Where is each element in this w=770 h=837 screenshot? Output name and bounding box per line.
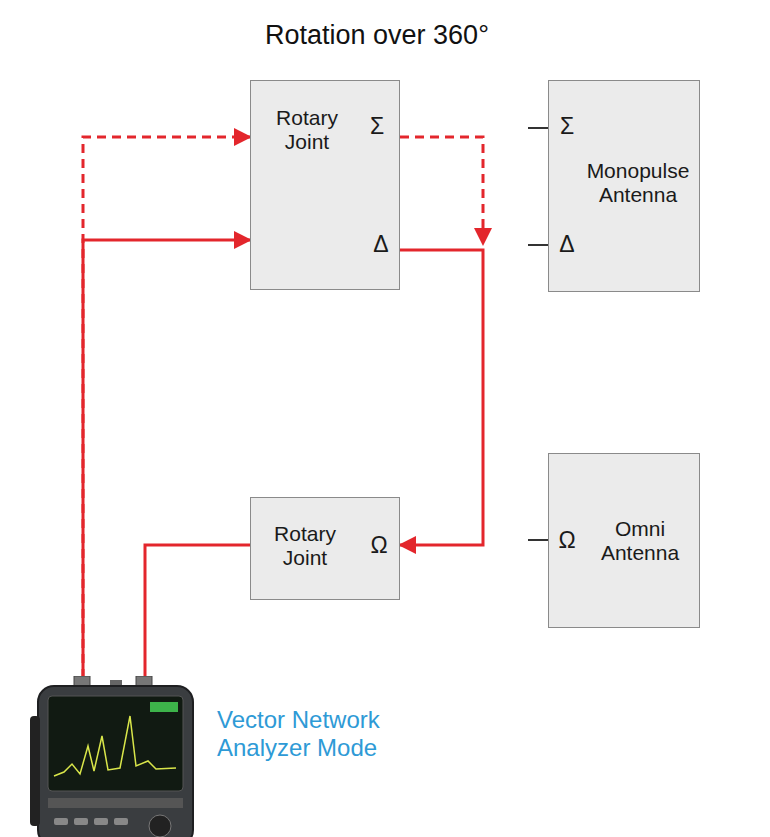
omni-antenna: ΩOmni Antenna bbox=[548, 453, 700, 628]
port-label: Ω bbox=[361, 532, 397, 558]
diagram-title: Rotation over 360° bbox=[265, 20, 489, 51]
signal-connector bbox=[400, 250, 483, 545]
rotary-joint: Rotary Joint Ω bbox=[250, 497, 400, 600]
port-label: Σ bbox=[553, 113, 581, 139]
port-stub bbox=[528, 127, 548, 129]
dashed-path bbox=[400, 137, 483, 238]
port-label: Δ bbox=[553, 231, 581, 257]
signal-connector bbox=[83, 240, 250, 678]
box-label: Rotary Joint bbox=[259, 106, 355, 154]
network-analyzer: Vector Network Analyzer Mode bbox=[30, 676, 450, 837]
port-label: Ω bbox=[553, 527, 581, 553]
box-label: Omni Antenna bbox=[585, 517, 695, 565]
monopulse-antenna: Σ Monopulse AntennaΔ bbox=[548, 80, 700, 292]
signal-connector bbox=[83, 137, 250, 678]
rotary-joint: ΣRotary JointΔ bbox=[250, 80, 400, 290]
port-stub bbox=[528, 539, 548, 541]
signal-connector bbox=[145, 545, 250, 678]
arrow-head bbox=[474, 228, 492, 246]
analyzer-illustration bbox=[30, 676, 200, 837]
port-label: Σ bbox=[359, 113, 395, 139]
port-stub bbox=[528, 244, 548, 246]
box-label: Rotary Joint bbox=[257, 522, 353, 570]
port-label: Δ bbox=[363, 231, 399, 257]
box-label: Monopulse Antenna bbox=[579, 159, 697, 207]
device-label: Vector Network Analyzer Mode bbox=[217, 706, 417, 761]
